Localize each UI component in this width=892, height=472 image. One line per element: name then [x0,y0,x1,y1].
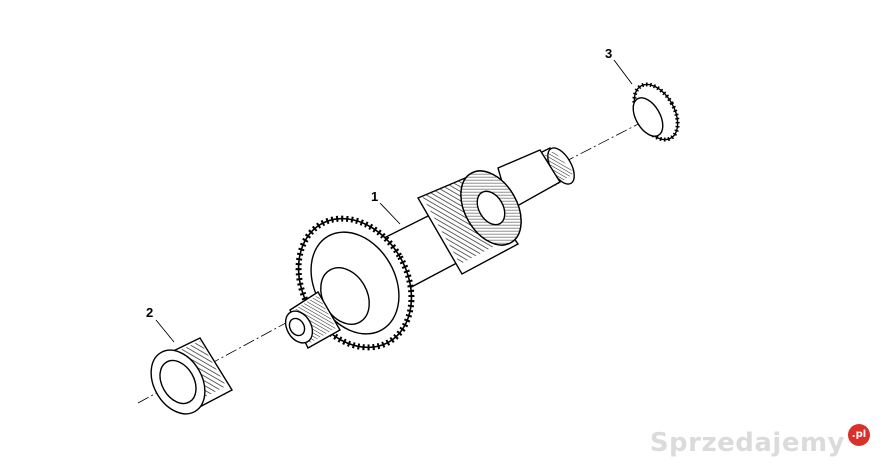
straight-spur-gear [416,170,522,275]
gear-shaft [284,147,575,351]
watermark-text: Sprzedajemy [649,428,845,458]
callout-1: 1 [371,189,378,204]
watermark-badge: .pl [848,424,870,446]
watermark: Sprzedajemy .pl [649,424,870,458]
callout-2: 2 [146,305,153,320]
right-bearing-cup [632,82,680,142]
callout-leaders [155,59,633,343]
callout-3: 3 [605,46,612,61]
left-tapered-bearing [150,337,233,415]
shaft-left-spline [284,291,341,349]
